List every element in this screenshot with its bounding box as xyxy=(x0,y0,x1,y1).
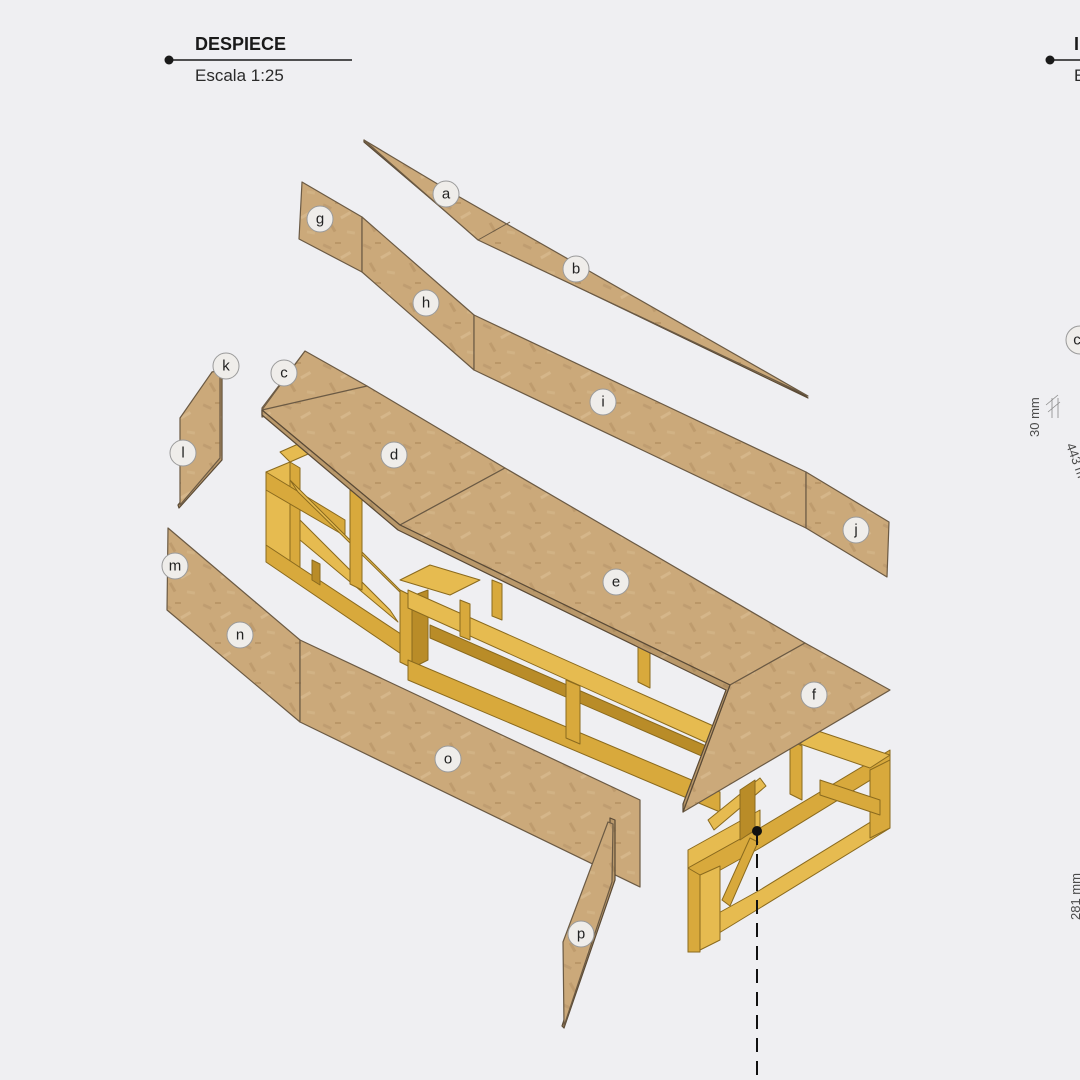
svg-text:f: f xyxy=(812,687,817,704)
header-right: I E xyxy=(1045,34,1080,85)
header-left: DESPIECE Escala 1:25 xyxy=(164,34,352,85)
part-a-b-top-strip xyxy=(363,139,809,399)
label-h: h xyxy=(412,289,440,317)
label-p: p xyxy=(567,920,595,948)
part-kl-end-piece xyxy=(177,367,223,509)
scale-label: Escala 1:25 xyxy=(195,66,284,85)
svg-text:i: i xyxy=(601,394,604,411)
label-circle-c-partial xyxy=(1065,325,1080,355)
svg-text:e: e xyxy=(612,574,620,591)
page-title: DESPIECE xyxy=(195,34,286,54)
label-k: k xyxy=(212,352,240,380)
label-g: g xyxy=(306,205,334,233)
svg-text:m: m xyxy=(169,558,182,575)
timber-frame xyxy=(265,429,891,953)
label-e: e xyxy=(602,568,630,596)
label-o: o xyxy=(434,745,462,773)
svg-text:o: o xyxy=(444,751,452,768)
label-m: m xyxy=(161,552,189,580)
svg-text:d: d xyxy=(390,447,398,464)
label-c-partial: c xyxy=(1073,332,1080,349)
dimension-281mm: 281 mm xyxy=(1068,873,1080,920)
label-f: f xyxy=(800,681,828,709)
header-right-title: I xyxy=(1074,34,1079,54)
svg-text:j: j xyxy=(853,522,857,539)
part-labels: a b c d e f g h i j k l m n o p xyxy=(161,180,870,948)
label-n: n xyxy=(226,621,254,649)
svg-text:l: l xyxy=(181,445,184,462)
svg-text:c: c xyxy=(280,365,288,382)
label-j: j xyxy=(842,516,870,544)
label-i: i xyxy=(589,388,617,416)
section-cut-line xyxy=(752,826,762,1080)
svg-text:a: a xyxy=(442,186,451,203)
label-l: l xyxy=(169,439,197,467)
label-b: b xyxy=(562,255,590,283)
svg-text:p: p xyxy=(577,926,585,943)
svg-text:g: g xyxy=(316,211,324,228)
label-a: a xyxy=(432,180,460,208)
label-d: d xyxy=(380,441,408,469)
svg-text:b: b xyxy=(572,261,580,278)
dimension-30mm: 30 mm xyxy=(1027,397,1042,437)
dimension-marks xyxy=(1045,394,1061,418)
svg-text:n: n xyxy=(236,627,244,644)
header-right-scale: E xyxy=(1074,66,1080,85)
label-c: c xyxy=(270,359,298,387)
dimension-443mm: 443 m xyxy=(1063,441,1080,480)
svg-text:k: k xyxy=(222,358,230,375)
right-margin-annotations: c 30 mm 443 m 281 mm xyxy=(1027,325,1080,920)
svg-text:h: h xyxy=(422,295,430,312)
